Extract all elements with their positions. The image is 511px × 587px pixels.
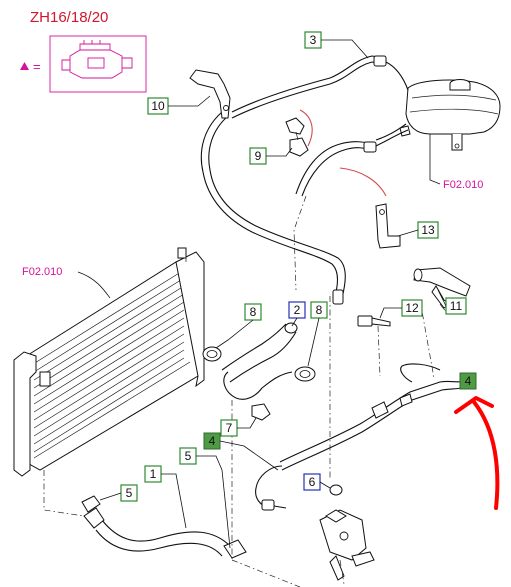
callout-13: 13 <box>397 221 439 239</box>
callout-3: 3 <box>304 31 369 59</box>
ref-label-upper: F02.010 <box>443 179 483 191</box>
radiator-core-lines <box>33 277 185 453</box>
radiator <box>13 247 205 477</box>
clamp-8a <box>202 346 222 362</box>
svg-text:10: 10 <box>151 99 165 113</box>
legend-frame <box>49 35 147 93</box>
callout-4a: 4 <box>459 372 477 390</box>
callout-1: 1 <box>144 465 187 529</box>
expansion-tank <box>385 61 501 151</box>
ref-label-left: F02.010 <box>22 266 62 278</box>
callout-10: 10 <box>147 95 211 115</box>
legend-equals: = <box>33 59 41 74</box>
water-valve <box>319 509 375 581</box>
svg-text:8: 8 <box>316 303 323 317</box>
svg-text:5: 5 <box>185 449 192 463</box>
svg-text:9: 9 <box>255 149 262 163</box>
legend: = <box>20 35 147 93</box>
callout-6: 6 <box>303 473 331 491</box>
svg-text:4: 4 <box>209 434 216 448</box>
triangle-icon <box>20 62 29 70</box>
callout-11: 11 <box>437 289 467 315</box>
svg-text:3: 3 <box>310 33 317 47</box>
bolt-12 <box>357 315 391 327</box>
red-arrow-icon <box>454 396 500 510</box>
assembly-leaders <box>43 195 435 587</box>
callout-8a: 8 <box>215 303 262 349</box>
svg-text:12: 12 <box>405 301 419 315</box>
callout-12: 12 <box>379 299 423 319</box>
bypass-hose <box>295 123 409 197</box>
callout-4b: 4 <box>203 432 279 471</box>
callout-5a: 5 <box>179 447 231 549</box>
pen-mark-2 <box>339 167 387 197</box>
callout-7: 7 <box>220 417 257 437</box>
engine-icon <box>61 40 133 79</box>
callout-9: 9 <box>249 147 293 165</box>
svg-text:8: 8 <box>250 305 257 319</box>
bracket-13 <box>375 203 401 249</box>
clip-9 <box>285 117 309 157</box>
svg-text:6: 6 <box>309 475 316 489</box>
svg-text:2: 2 <box>294 303 301 317</box>
svg-text:11: 11 <box>450 299 463 313</box>
fitting-6 <box>329 484 343 496</box>
svg-text:5: 5 <box>126 486 133 500</box>
diagram-title: ZH16/18/20 <box>30 9 108 26</box>
svg-text:4: 4 <box>465 374 472 388</box>
pen-mark-1 <box>299 109 313 147</box>
heater-pipe-4 <box>255 363 467 511</box>
clamp-8b <box>294 366 316 382</box>
upper-hose <box>200 55 387 305</box>
svg-text:7: 7 <box>226 421 233 435</box>
svg-text:13: 13 <box>421 223 435 237</box>
clip-7 <box>251 403 271 421</box>
hose-2 <box>221 322 298 400</box>
callout-5b: 5 <box>99 484 138 502</box>
clamp-5a <box>81 495 101 513</box>
callout-2: 2 <box>288 301 306 327</box>
lower-hose-1 <box>83 507 247 559</box>
callout-8b: 8 <box>307 301 328 367</box>
bracket-10 <box>189 69 231 119</box>
svg-text:1: 1 <box>150 467 157 481</box>
